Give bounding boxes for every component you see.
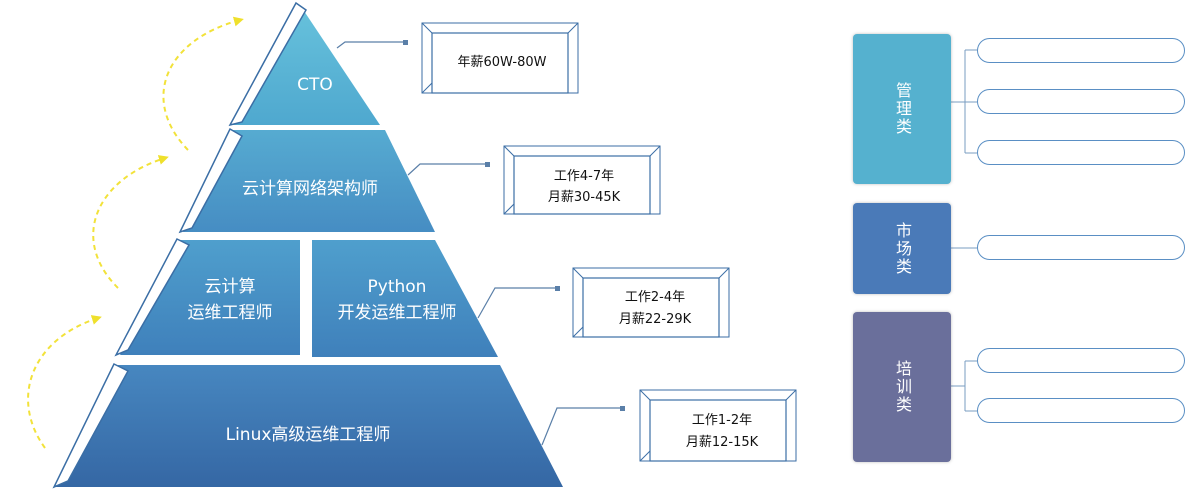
- tier-cloud-ops-label-line1: 云计算: [205, 277, 256, 297]
- salary-linux-line1: 工作1-2年: [692, 413, 752, 428]
- category-management: 管理类: [853, 34, 951, 184]
- progression-arrow-1: [27, 315, 102, 449]
- pyramid-tier-cloud-network-architect: 云计算网络架构师: [178, 127, 435, 234]
- tier-python-ops-label-line1: Python: [368, 277, 427, 297]
- salary-box-ops: 工作2-4年 月薪22-29K: [572, 267, 730, 338]
- pyramid-tier-cto: CTO: [228, 1, 380, 127]
- management-option-2: [977, 89, 1185, 114]
- pyramid-tier-ops-engineers: 云计算 运维工程师 Python 开发运维工程师: [114, 238, 498, 357]
- category-brackets: [951, 49, 977, 412]
- salary-architect-line2: 月薪30-45K: [548, 190, 621, 205]
- salary-linux-line2: 月薪12-15K: [686, 435, 759, 450]
- salary-ops-line2: 月薪22-29K: [619, 312, 692, 327]
- progression-arrow-2: [92, 155, 169, 289]
- category-training: 培训类: [853, 312, 951, 462]
- tier-python-ops-label-line2: 开发运维工程师: [338, 303, 457, 323]
- tier-cto-label: CTO: [297, 75, 333, 95]
- tier-linux-ops-label: Linux高级运维工程师: [226, 425, 391, 445]
- category-management-label: 管理类: [893, 82, 912, 136]
- training-option-2: [977, 398, 1185, 423]
- progression-arrow-3: [162, 16, 244, 151]
- salary-cto-line1: 年薪60W-80W: [458, 55, 547, 70]
- salary-box-cto: 年薪60W-80W: [421, 22, 579, 94]
- management-option-1: [977, 38, 1185, 63]
- category-training-label: 培训类: [893, 360, 912, 414]
- management-option-3: [977, 140, 1185, 165]
- salary-ops-line1: 工作2-4年: [625, 290, 685, 305]
- tier-cloud-ops-label-line2: 运维工程师: [188, 303, 273, 323]
- category-marketing: 市场类: [853, 203, 951, 294]
- salary-connectors: [336, 40, 625, 446]
- salary-box-linux: 工作1-2年 月薪12-15K: [639, 389, 797, 462]
- marketing-option-1: [977, 235, 1185, 260]
- category-marketing-label: 市场类: [893, 221, 912, 276]
- salary-architect-line1: 工作4-7年: [554, 169, 614, 184]
- progression-arrows: [27, 16, 244, 449]
- salary-box-architect: 工作4-7年 月薪30-45K: [503, 145, 661, 215]
- tier-cloud-architect-label: 云计算网络架构师: [242, 179, 378, 199]
- training-option-1: [977, 348, 1185, 373]
- pyramid-tier-linux-ops: Linux高级运维工程师: [52, 362, 563, 489]
